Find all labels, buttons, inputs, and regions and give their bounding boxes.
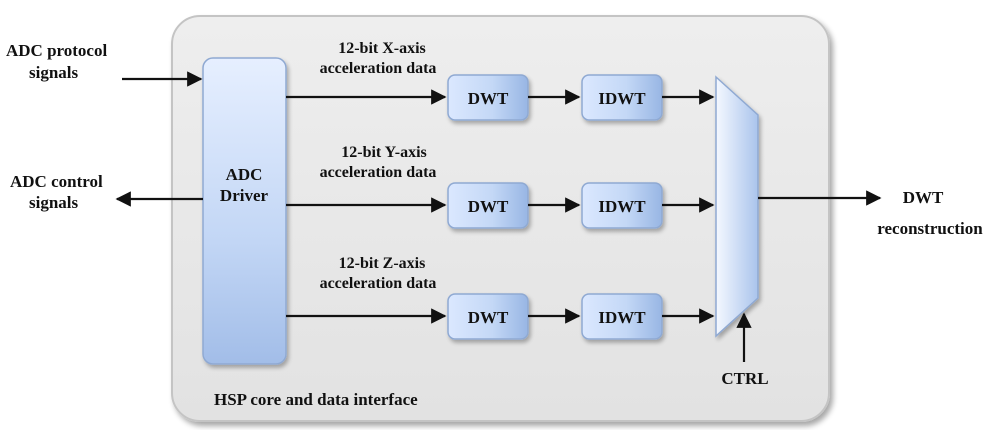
channel-z-label-line2: acceleration data [320,275,437,292]
adc-control-label-line2: signals [29,193,79,212]
ctrl-label: CTRL [721,369,768,388]
adc-driver-label-line2: Driver [220,186,269,205]
channel-x-idwt-label: IDWT [598,89,646,108]
channel-y-label-line1: 12-bit Y-axis [341,144,427,161]
multiplexer-block [715,75,759,338]
channel-y-idwt-label: IDWT [598,197,646,216]
channel-y-label-line2: acceleration data [320,164,437,181]
adc-driver-label-line1: ADC [226,165,263,184]
adc-driver-block [202,57,287,365]
channel-z-idwt-label: IDWT [598,308,646,327]
channel-y-dwt-label: DWT [468,197,509,216]
channel-z-dwt-label: DWT [468,308,509,327]
adc-protocol-label-line2: signals [29,63,79,82]
channel-z-label-line1: 12-bit Z-axis [339,255,426,272]
channel-x-label-line1: 12-bit X-axis [338,40,426,57]
adc-control-label-line1: ADC control [10,172,103,191]
channel-x-label-line2: acceleration data [320,60,437,77]
output-label-line2: reconstruction [877,219,983,238]
hsp-core-label: HSP core and data interface [214,390,418,409]
adc-protocol-label-line1: ADC protocol [6,41,107,60]
output-label-line1: DWT [903,188,944,207]
channel-x-dwt-label: DWT [468,89,509,108]
